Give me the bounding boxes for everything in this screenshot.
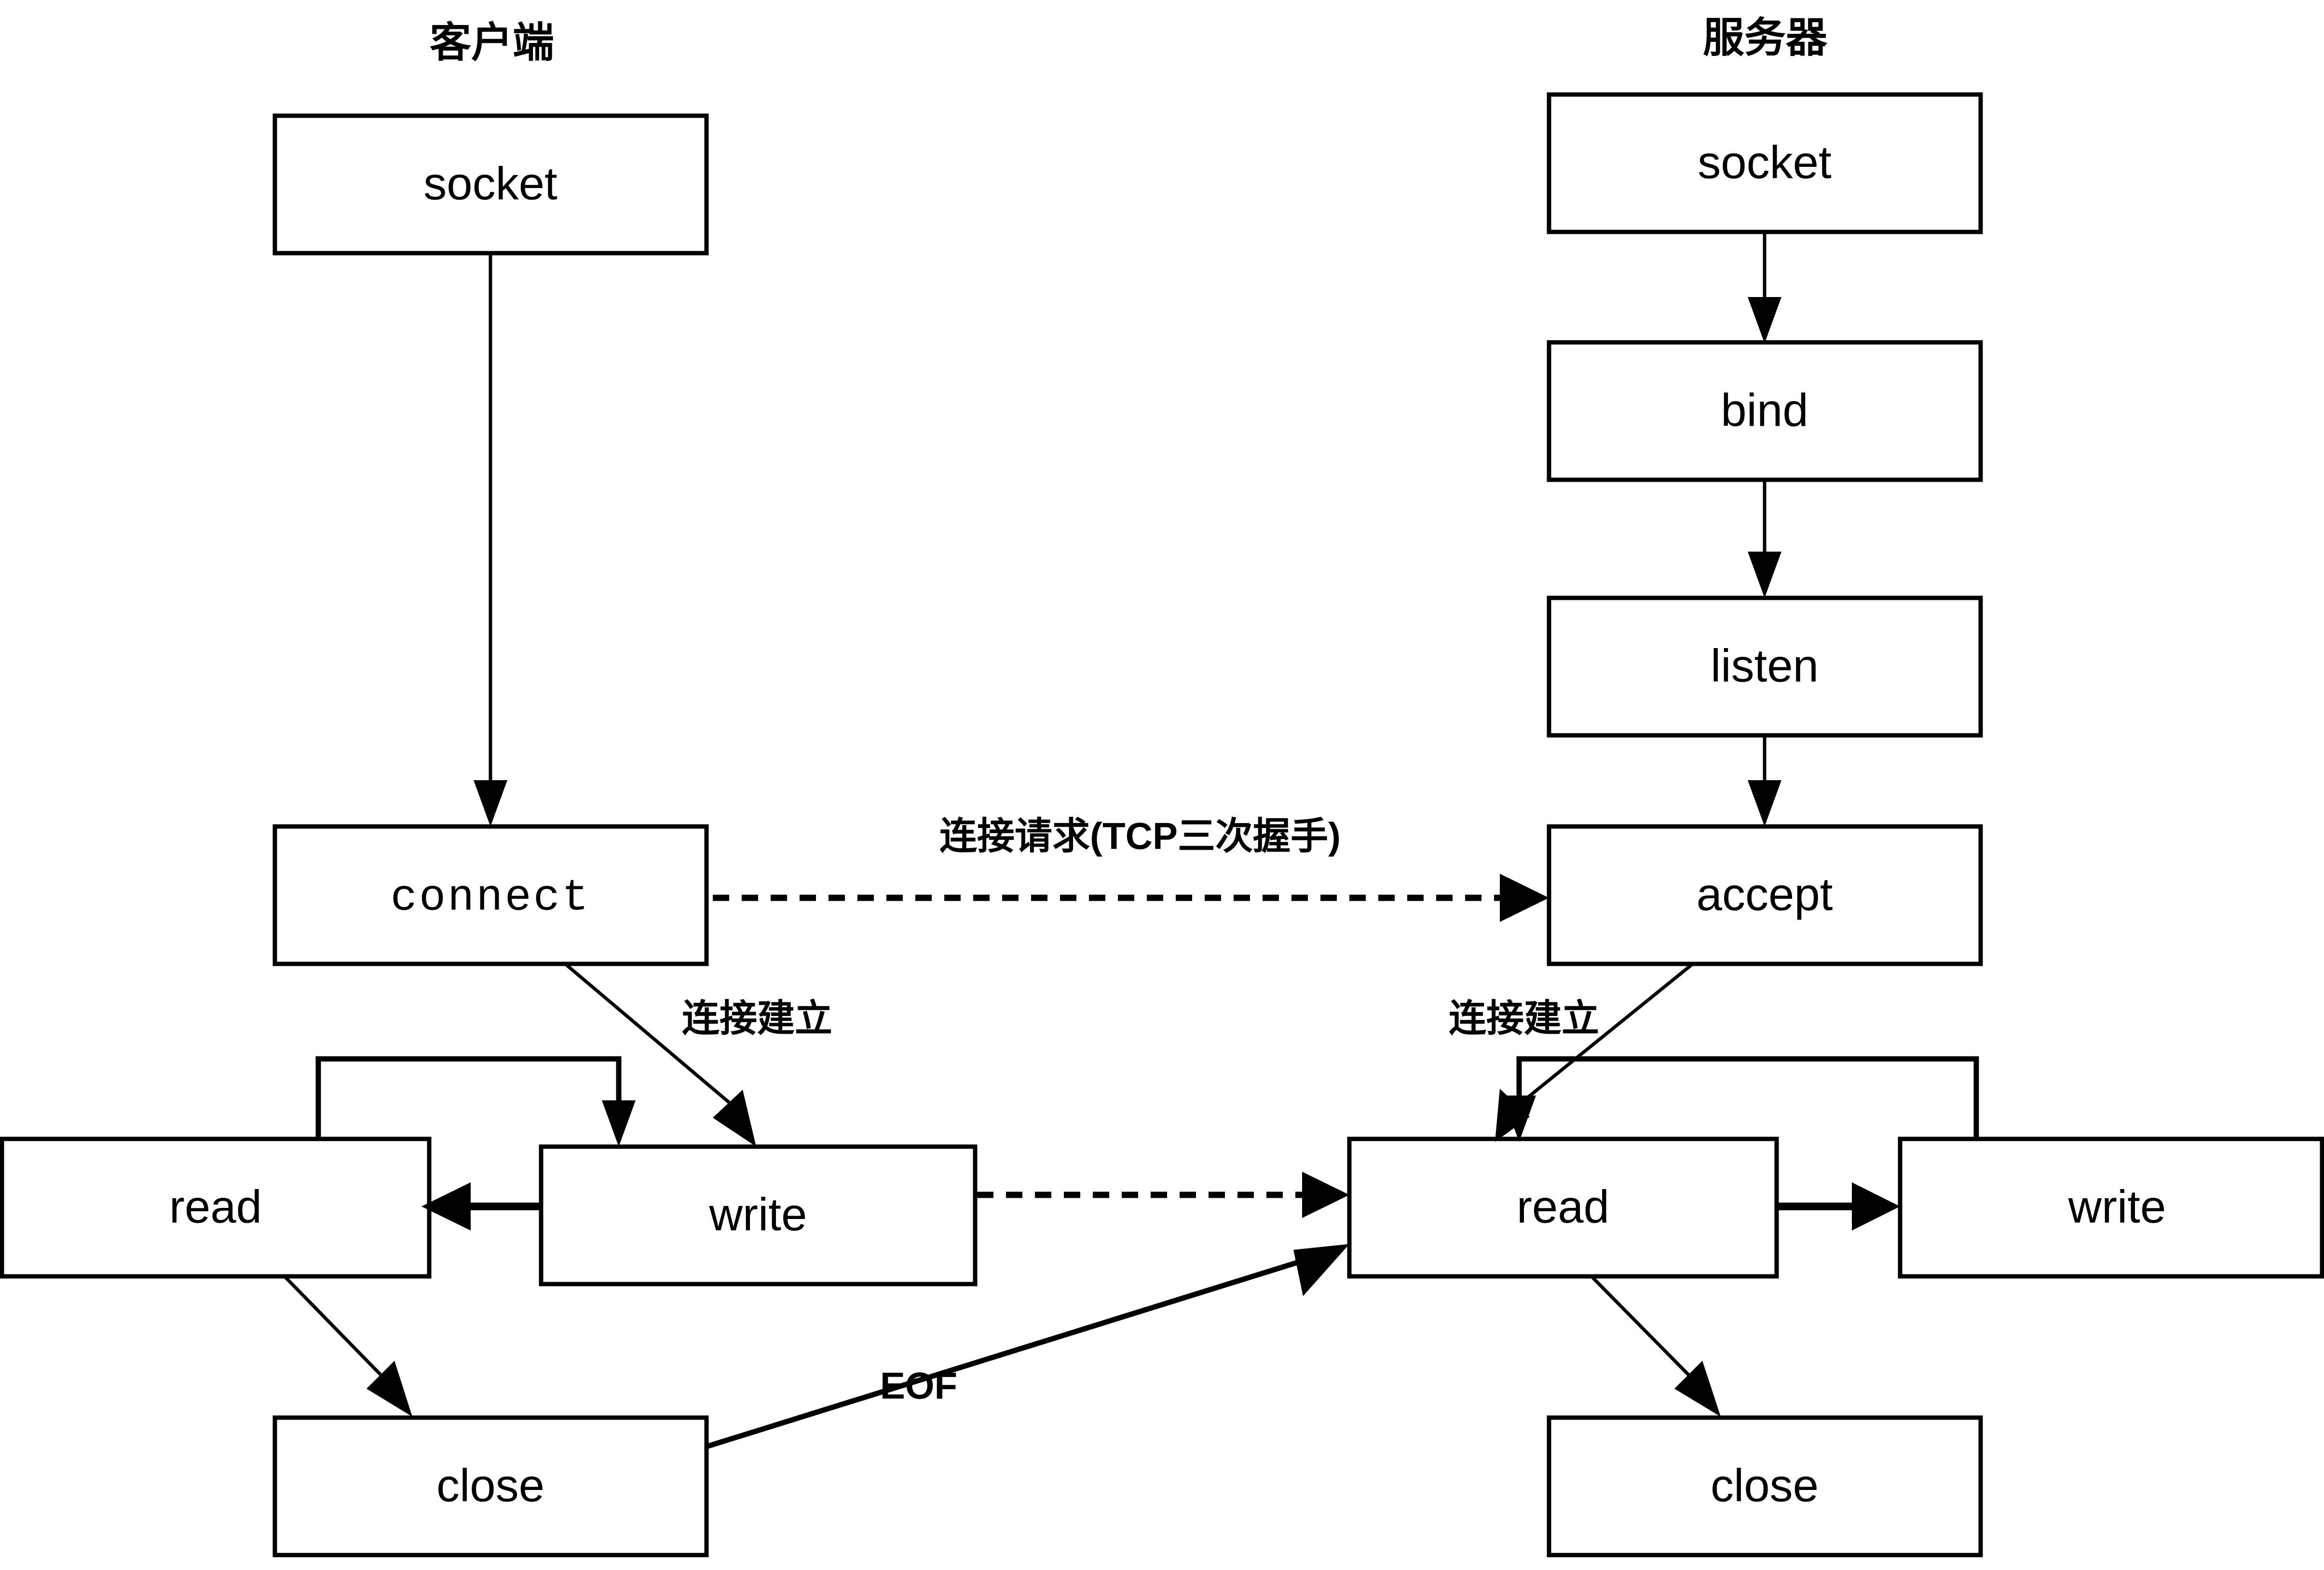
edge-server-read-to-write: [1777, 1182, 1900, 1231]
node-server-listen[interactable]: listen: [1547, 596, 1983, 738]
node-client-read-label: read: [169, 1181, 262, 1232]
edge-client-write-to-read: [421, 1182, 541, 1231]
edge-server-write-loop-to-read: [1502, 1056, 1979, 1142]
node-client-write-label: write: [709, 1189, 807, 1240]
edge-connect-to-accept-dashed: [713, 874, 1549, 922]
edge-label-connect-request: 连接请求(TCP三次握手): [939, 815, 1341, 857]
edge-label-connection-established-server: 连接建立: [1449, 997, 1599, 1040]
node-server-bind-label: bind: [1721, 384, 1808, 436]
lane-title-client: 客户端: [430, 20, 554, 66]
edge-client-close-to-server-read-eof: [706, 1244, 1349, 1449]
edge-server-socket-to-bind: [1748, 232, 1781, 343]
edge-label-eof: EOF: [880, 1365, 957, 1407]
node-server-bind[interactable]: bind: [1547, 340, 1983, 482]
lane-title-server: 服务器: [1703, 15, 1828, 61]
node-server-read[interactable]: read: [1347, 1137, 1779, 1279]
edge-server-listen-to-accept: [1748, 735, 1781, 826]
node-server-socket[interactable]: socket: [1547, 92, 1983, 234]
node-server-socket-label: socket: [1698, 136, 1831, 188]
node-client-connect-label: connect: [391, 872, 590, 923]
node-server-accept[interactable]: accept: [1547, 824, 1983, 966]
edge-client-socket-to-connect: [474, 253, 507, 826]
node-client-read[interactable]: read: [0, 1137, 432, 1279]
edge-client-read-to-close: [283, 1275, 412, 1417]
edge-label-connection-established-client: 连接建立: [682, 997, 832, 1040]
node-server-listen-label: listen: [1711, 640, 1819, 691]
node-server-write-label: write: [2068, 1181, 2166, 1232]
edge-client-write-to-server-read-dashed: [977, 1172, 1349, 1218]
node-client-close-label: close: [436, 1460, 544, 1511]
edge-server-bind-to-listen: [1748, 480, 1781, 598]
node-client-connect[interactable]: connect: [272, 824, 709, 966]
node-client-socket[interactable]: socket: [272, 113, 709, 256]
node-server-write[interactable]: write: [1898, 1137, 2324, 1279]
node-server-read-label: read: [1517, 1181, 1609, 1232]
node-server-accept-label: accept: [1697, 868, 1833, 920]
edge-client-read-loop-to-write: [315, 1056, 636, 1147]
node-client-close[interactable]: close: [272, 1415, 709, 1557]
edge-client-connect-to-write: [564, 962, 756, 1147]
node-client-socket-label: socket: [423, 158, 557, 209]
node-server-close-label: close: [1711, 1460, 1819, 1511]
node-server-close[interactable]: close: [1547, 1415, 1983, 1557]
node-client-write[interactable]: write: [539, 1144, 978, 1286]
edge-server-read-to-close: [1590, 1275, 1721, 1417]
